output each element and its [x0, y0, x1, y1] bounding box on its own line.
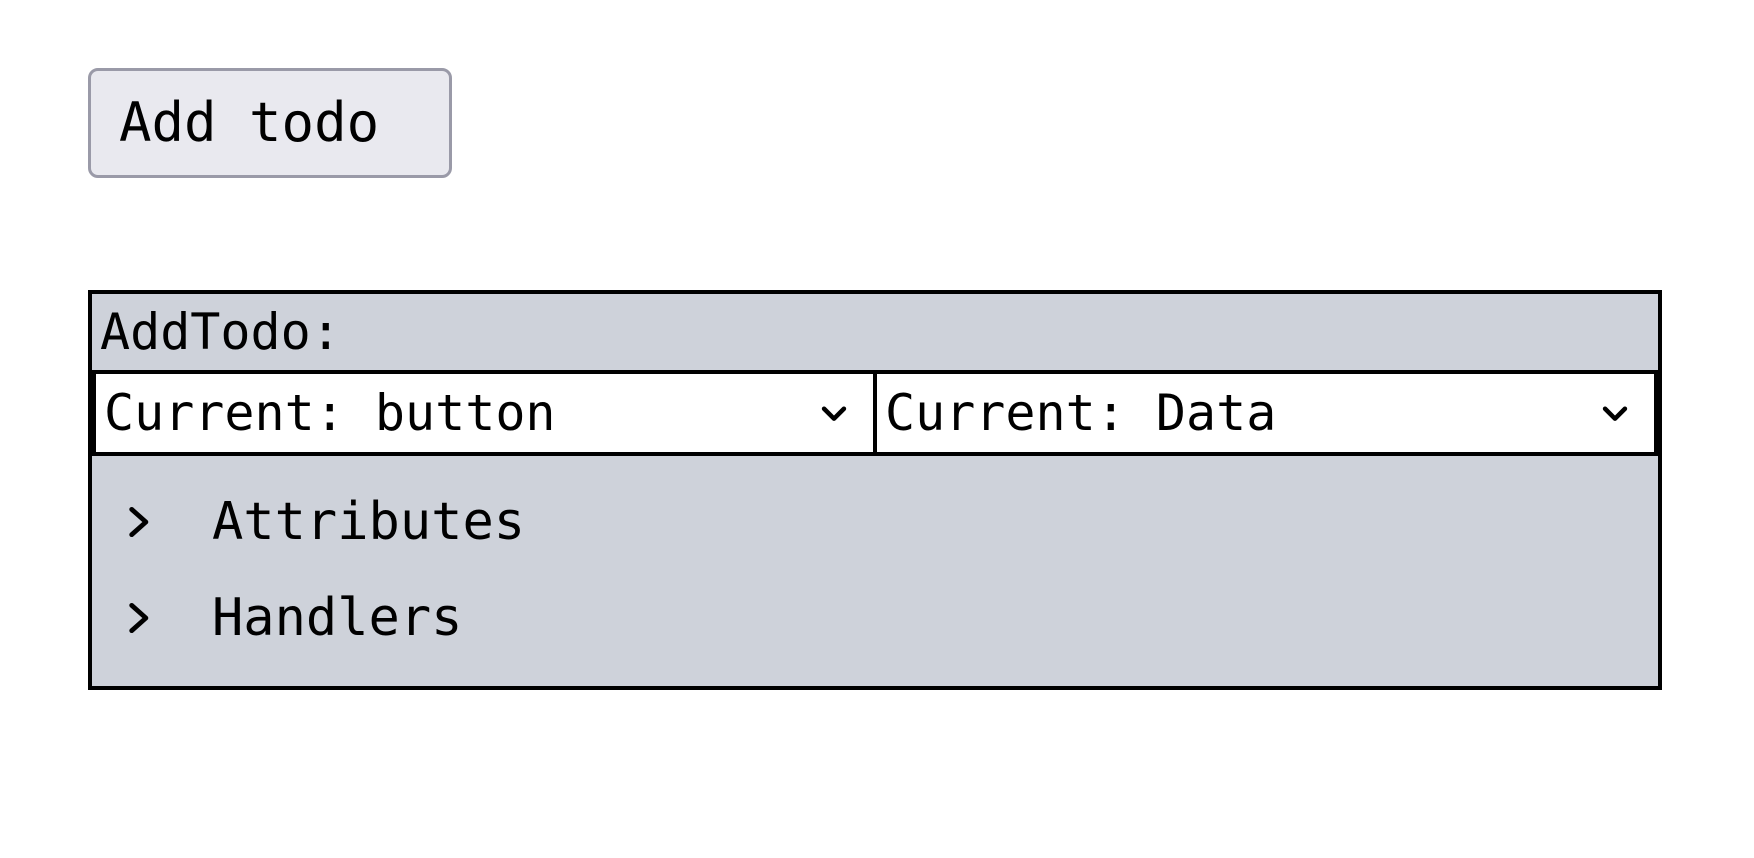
inspector-tree: Attributes Handlers [92, 456, 1658, 666]
add-todo-button[interactable]: Add todo [88, 68, 452, 178]
chevron-down-icon [817, 396, 851, 430]
tree-item-label: Attributes [212, 492, 526, 552]
inspector-panel: AddTodo: Current: button Current: Data [88, 290, 1662, 690]
chevron-right-icon[interactable] [116, 498, 160, 546]
view-select[interactable]: Current: Data [875, 370, 1658, 456]
tree-item-handlers[interactable]: Handlers [92, 570, 1658, 666]
tree-item-label: Handlers [212, 588, 463, 648]
page-title: AddTodo: [92, 294, 1658, 370]
element-select-value: Current: button [104, 384, 556, 442]
element-select[interactable]: Current: button [92, 370, 875, 456]
inspector-select-row: Current: button Current: Data [92, 370, 1658, 456]
tree-item-attributes[interactable]: Attributes [92, 474, 1658, 570]
chevron-right-icon[interactable] [116, 594, 160, 642]
chevron-down-icon [1598, 396, 1632, 430]
view-select-value: Current: Data [885, 384, 1277, 442]
